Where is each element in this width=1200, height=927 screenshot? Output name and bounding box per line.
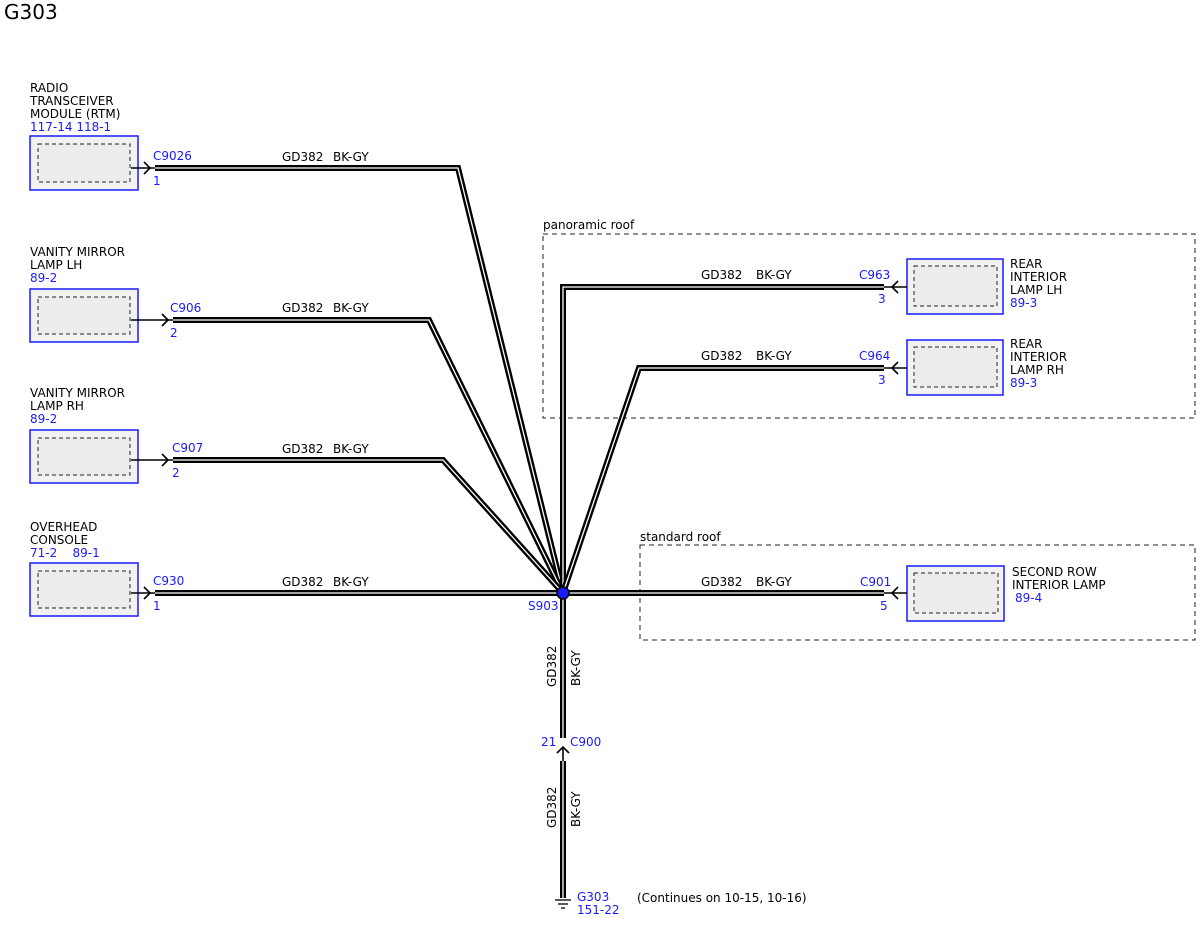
component-rear-interior-lamp-lh[interactable]: C963 3 REAR INTERIOR LAMP LH 89-3: [859, 257, 1067, 315]
connector-arrow-icon: [890, 361, 899, 375]
component-overhead-console[interactable]: OVERHEAD CONSOLE 71-2 89-1 C930 1: [29, 520, 184, 617]
connector-label[interactable]: C907: [172, 441, 203, 455]
wire-color-label: BK-GY: [569, 650, 583, 686]
component-inner-box: [37, 143, 131, 183]
connector-arrow-icon: [890, 586, 899, 600]
connector-pin: 2: [170, 326, 178, 340]
panoramic-roof-region: [542, 233, 1196, 419]
wire-color-label: BK-GY: [756, 575, 792, 589]
component-second-row-interior-lamp[interactable]: C901 5 SECOND ROW INTERIOR LAMP 89-4: [860, 565, 1106, 622]
wire-circuit-label: GD382: [282, 150, 323, 164]
wire-c964: [560, 365, 884, 594]
standard-roof-label: standard roof: [640, 530, 721, 544]
wire-labels: GD382 BK-GY GD382 BK-GY GD382 BK-GY GD38…: [282, 150, 792, 828]
connector-arrow-icon: [890, 280, 899, 294]
component-ref[interactable]: 117-14 118-1: [30, 120, 111, 134]
component-ref[interactable]: 89-3: [1010, 296, 1037, 310]
connector-pin: 1: [153, 599, 161, 613]
wire-circuit-label: GD382: [701, 268, 742, 282]
component-vanity-mirror-lamp-rh[interactable]: VANITY MIRROR LAMP RH 89-2 C907 2: [29, 386, 203, 484]
connector-label[interactable]: C9026: [153, 149, 192, 163]
connector-pin: 21: [541, 735, 556, 749]
ground-ref[interactable]: 151-22: [577, 903, 620, 917]
wire-c9026: [155, 165, 566, 594]
wire-color-label: BK-GY: [333, 575, 369, 589]
connector-arrow-icon: [161, 453, 170, 467]
component-ref[interactable]: 89-2: [30, 271, 57, 285]
ground-g303[interactable]: G303 151-22 (Continues on 10-15, 10-16): [555, 890, 807, 917]
connector-label[interactable]: C901: [860, 575, 891, 589]
connector-pin: 1: [153, 174, 161, 188]
splice-s903-dot: [556, 586, 570, 600]
wire-color-label: BK-GY: [569, 791, 583, 827]
component-name: OVERHEAD: [30, 520, 97, 534]
component-name: LAMP LH: [1010, 283, 1062, 297]
wire-color-label: BK-GY: [756, 349, 792, 363]
component-name: INTERIOR: [1010, 350, 1067, 364]
component-inner-box: [913, 346, 998, 388]
component-name: VANITY MIRROR: [30, 245, 125, 259]
wire-c907: [173, 457, 566, 596]
wire-group: [155, 165, 884, 898]
component-name: REAR: [1010, 337, 1042, 351]
ground-note: (Continues on 10-15, 10-16): [637, 891, 807, 905]
component-name: LAMP RH: [1010, 363, 1064, 377]
wire-color-label: BK-GY: [333, 301, 369, 315]
component-ref[interactable]: 89-3: [1010, 376, 1037, 390]
wire-circuit-label: GD382: [545, 646, 559, 687]
connector-label[interactable]: C900: [570, 735, 601, 749]
component-name: INTERIOR LAMP: [1012, 578, 1106, 592]
splice-s903-label: S903: [528, 599, 559, 613]
wire-circuit-label: GD382: [282, 575, 323, 589]
component-inner-box: [37, 437, 131, 476]
component-inner-box: [37, 570, 131, 609]
component-ref[interactable]: 71-2 89-1: [30, 546, 100, 560]
component-name: REAR: [1010, 257, 1042, 271]
component-inner-box: [913, 572, 999, 614]
component-name: LAMP RH: [30, 399, 84, 413]
component-rear-interior-lamp-rh[interactable]: C964 3 REAR INTERIOR LAMP RH 89-3: [859, 337, 1067, 396]
wire-color-label: BK-GY: [333, 442, 369, 456]
wire-circuit-label: GD382: [282, 442, 323, 456]
component-ref[interactable]: 89-2: [30, 412, 57, 426]
connector-pin: 3: [878, 373, 886, 387]
component-name: SECOND ROW: [1012, 565, 1097, 579]
wire-color-label: BK-GY: [756, 268, 792, 282]
component-vanity-mirror-lamp-lh[interactable]: VANITY MIRROR LAMP LH 89-2 C906 2: [29, 245, 201, 343]
connector-label[interactable]: C964: [859, 349, 890, 363]
connector-label[interactable]: C906: [170, 301, 201, 315]
connector-arrow-icon: [143, 161, 152, 175]
wire-circuit-label: GD382: [701, 349, 742, 363]
component-name: MODULE (RTM): [30, 107, 120, 121]
ground-label[interactable]: G303: [577, 890, 609, 904]
component-name: LAMP LH: [30, 258, 82, 272]
panoramic-roof-label: panoramic roof: [543, 218, 635, 232]
wire-circuit-label: GD382: [701, 575, 742, 589]
wire-color-label: BK-GY: [333, 150, 369, 164]
connector-pin: 2: [172, 466, 180, 480]
page-title: G303: [4, 0, 58, 24]
wire-circuit-label: GD382: [282, 301, 323, 315]
connector-label[interactable]: C930: [153, 574, 184, 588]
wire-c906: [173, 317, 566, 595]
connector-arrow-icon: [143, 586, 152, 600]
connector-pin: 5: [880, 599, 888, 613]
inline-connector-c900[interactable]: 21 C900: [541, 735, 601, 761]
component-ref[interactable]: 89-4: [1015, 591, 1042, 605]
component-name: TRANSCEIVER: [29, 94, 114, 108]
wire-c963: [560, 284, 884, 593]
component-inner-box: [37, 296, 131, 335]
connector-arrow-icon: [161, 313, 170, 327]
connector-pin: 3: [878, 292, 886, 306]
component-name: VANITY MIRROR: [30, 386, 125, 400]
wire-circuit-label: GD382: [545, 787, 559, 828]
component-inner-box: [913, 265, 998, 307]
component-name: RADIO: [30, 81, 68, 95]
component-name: CONSOLE: [30, 533, 88, 547]
component-name: INTERIOR: [1010, 270, 1067, 284]
component-rtm[interactable]: RADIO TRANSCEIVER MODULE (RTM) 117-14 11…: [29, 81, 192, 191]
connector-label[interactable]: C963: [859, 268, 890, 282]
